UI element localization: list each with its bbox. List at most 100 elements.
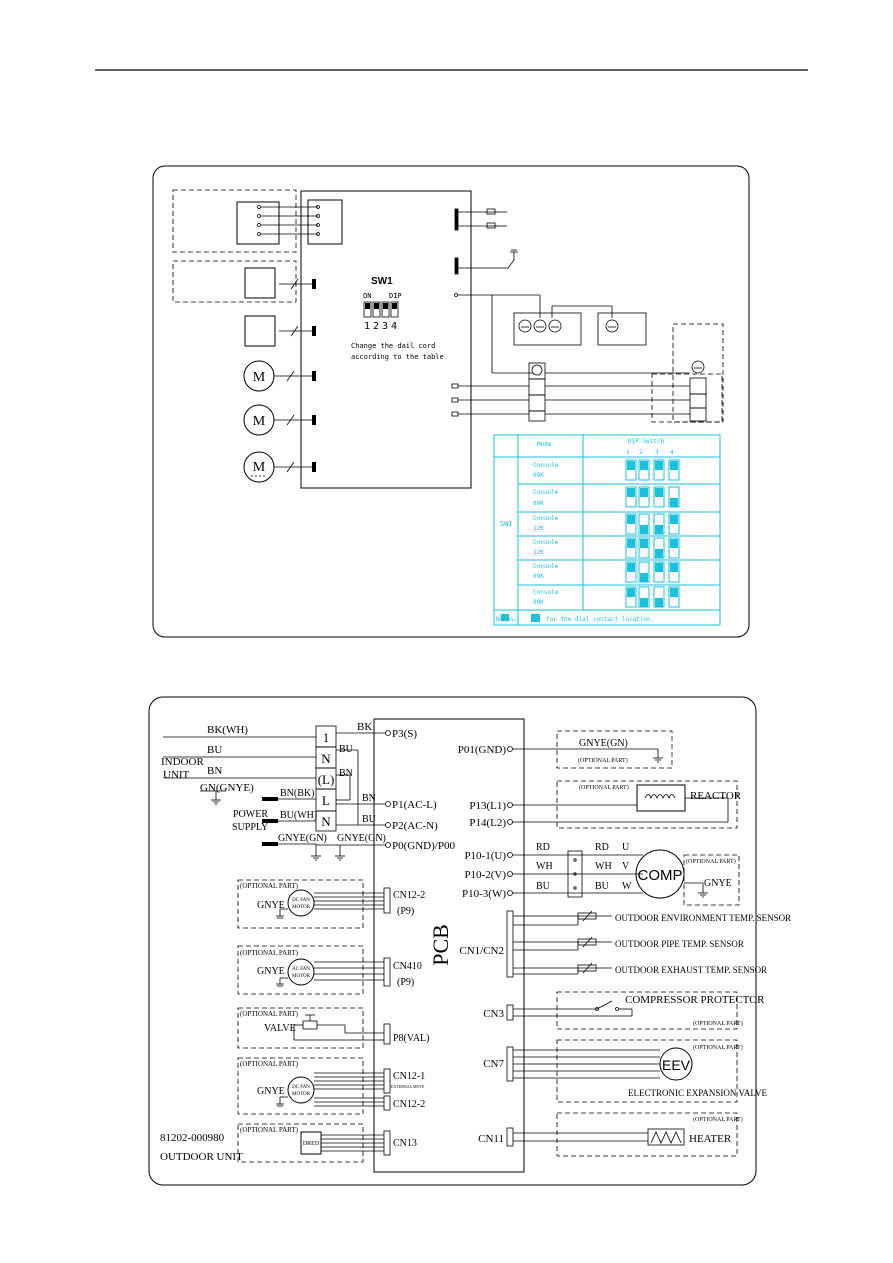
- sw1-pos-4: 4: [391, 321, 397, 332]
- dial-knob-r1-c2: [640, 461, 648, 470]
- dc-fan-motor-1b: MOTOR: [292, 905, 311, 910]
- top-wiring-diagram: M M M SW1 ON DIP 1 2 3: [152, 165, 750, 638]
- wire-bu-short: BU: [339, 744, 354, 755]
- dial-note-line1: Change the dail cord: [351, 342, 435, 350]
- port-cn3: CN3: [483, 1008, 504, 1020]
- dial-knob-r3-c2: [640, 525, 648, 534]
- dial-knob-r4-c1: [627, 539, 635, 548]
- port-p10-1-u: P10-1(U): [464, 850, 506, 862]
- indoor-unit-line1: INDOOR: [161, 756, 204, 768]
- row-4-mode-a: Console: [533, 539, 559, 546]
- optional-part-r6: (OPTIONAL PART): [693, 1116, 743, 1123]
- sw1-pos-3: 3: [382, 321, 388, 332]
- wire-gn-gnye: GN(GNYE): [200, 782, 254, 794]
- dial-knob-r4-c3: [655, 549, 663, 558]
- dial-knob-r3-c3: [655, 525, 663, 534]
- electronic-expansion-valve: ELECTRONIC EXPANSION VALVE: [628, 1088, 768, 1098]
- dial-cell-r1-c3: [653, 459, 665, 481]
- port-p0: P0(GND)/P00: [392, 840, 455, 852]
- reactor-coil-icon: [644, 794, 676, 800]
- dc-fan-motor-2b: MOTOR: [292, 1092, 311, 1097]
- power-supply-line1: POWER: [233, 809, 268, 820]
- model-code: 81202-000980: [160, 1132, 225, 1144]
- terminal-n: N: [321, 751, 331, 766]
- optional-reactor-box: [556, 780, 738, 829]
- wire-bu2: BU: [362, 814, 377, 825]
- comp-label: COMP: [638, 867, 683, 884]
- motor-1-label: M: [253, 370, 266, 385]
- optional-box-2: [172, 260, 297, 303]
- dial-cell-r1-c4: [668, 459, 680, 481]
- dial-cell-r1-c2: [638, 459, 650, 481]
- sw1-dip: DIP: [389, 292, 402, 300]
- dial-knob-r3-c4: [670, 515, 678, 524]
- optional-ac-fan-box: [237, 945, 364, 995]
- port-p1: P1(AC-L): [392, 799, 437, 811]
- row-2-mode-b: 09K: [533, 500, 544, 507]
- port-external-mote: EXTERNAL MOTE: [391, 1084, 425, 1089]
- ac-fan-motor-a: AC FAN: [292, 967, 310, 972]
- port-cn11: CN11: [478, 1133, 504, 1145]
- gnye-gn-right: GNYE(GN): [579, 738, 628, 749]
- port-p14-l2: P14(L2): [469, 817, 506, 829]
- supply-wire-bu-wh: BU(WH): [280, 810, 317, 821]
- eev-label: EEV: [662, 1057, 691, 1073]
- optional-part-r5: (OPTIONAL PART): [693, 1044, 743, 1051]
- dial-cell-r4-c1: [625, 537, 637, 559]
- wire-bu: BU: [207, 744, 222, 756]
- optional-part-3: (OPTIONAL PART): [240, 1010, 299, 1018]
- sw1-on: ON: [363, 292, 371, 300]
- sw1-pos-1: 1: [364, 321, 370, 332]
- row-6-mode-a: Console: [533, 589, 559, 596]
- comp-gnye: GNYE: [704, 878, 732, 889]
- wire-bk-wh: BK(WH): [207, 724, 248, 736]
- dial-knob-r5-c1: [627, 563, 635, 572]
- dial-cell-r3-c1: [625, 513, 637, 535]
- port-p9-1: (P9): [397, 906, 414, 917]
- optional-comp-ground-box: [683, 854, 740, 906]
- wire-bk-top: BK: [357, 721, 372, 733]
- dial-knob-r6-c4: [670, 588, 678, 597]
- power-supply-line2: SUPPLY: [232, 822, 268, 833]
- gnye-gn-label: GNYE(GN): [337, 833, 386, 844]
- dial-cell-r1-c1: [625, 459, 637, 481]
- sw1-pos-2: 2: [373, 321, 379, 332]
- sensor-box-2: [244, 315, 276, 347]
- dial-knob-r2-c3: [655, 488, 663, 497]
- table-notes-text: for the dial contact location.: [546, 616, 654, 623]
- dial-cell-r4-c4: [668, 537, 680, 559]
- comp-phase-u: U: [622, 842, 630, 853]
- optional-dc-fan-box: [237, 879, 364, 929]
- comp-phase-v: V: [622, 861, 630, 872]
- dial-knob-r1-c4: [670, 461, 678, 470]
- wire-bn2: BN: [362, 793, 376, 804]
- valve-label: VALVE: [264, 1023, 296, 1034]
- dial-knob-r3-c1: [627, 515, 635, 524]
- table-dip-3: 3: [655, 449, 659, 456]
- port-cn13: CN13: [393, 1138, 417, 1149]
- optional-part-r1: (OPTIONAL PART): [578, 757, 628, 764]
- dial-knob-r1-c3: [655, 461, 663, 470]
- supply-wire-bn-bk: BN(BK): [280, 788, 314, 799]
- dial-cell-r6-c4: [668, 586, 680, 608]
- row-6-mode-b: 09K: [533, 599, 544, 606]
- port-p10-2-v: P10-2(V): [464, 869, 506, 881]
- dc-fan-motor-2-icon: [287, 1076, 315, 1104]
- optional-part-5: (OPTIONAL PART): [240, 1126, 299, 1134]
- optional-valve-box: [237, 1007, 364, 1049]
- port-cn1-cn2: CN1/CN2: [459, 945, 504, 957]
- row-1-mode-a: Console: [533, 462, 559, 469]
- dial-cell-r6-c1: [625, 586, 637, 608]
- comp-wire-bu-left: BU: [536, 881, 551, 892]
- port-p01-gnd: P01(GND): [458, 744, 507, 756]
- table-row-group: SW1: [500, 520, 513, 528]
- table-notes-label: Notes:: [496, 616, 518, 623]
- dial-cell-r5-c3: [653, 561, 665, 583]
- row-4-mode-b: 12K: [533, 549, 544, 556]
- supply-wire-gnye-gn: GNYE(GN): [278, 833, 327, 844]
- dial-cell-r2-c3: [653, 486, 665, 508]
- wire-bn: BN: [207, 765, 222, 777]
- pcb-board: [373, 718, 525, 1173]
- optional-ground-box: [556, 730, 673, 769]
